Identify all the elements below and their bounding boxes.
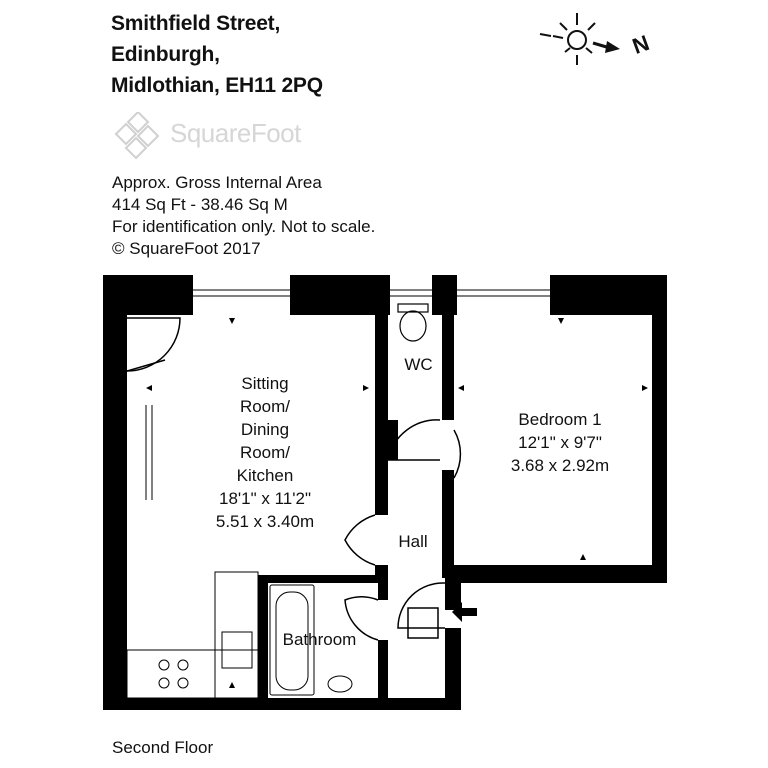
brand-name: SquareFoot [170,118,301,148]
kitchen-fittings [126,405,259,699]
copyright-text: © SquareFoot 2017 [112,239,261,258]
address-line-1: Smithfield Street, [111,12,281,35]
area-info: Approx. Gross Internal Area 414 Sq Ft - … [112,172,375,260]
sun-icon [539,13,620,65]
room-label-bathroom: Bathroom [282,630,357,649]
doors [126,317,462,641]
orientation-compass: N [535,8,665,68]
toilet-icon [397,303,429,342]
room-label-sitting: Sitting Room/ Dining Room/ Kitchen 18'1"… [215,374,315,531]
squarefoot-logo: SquareFoot [110,110,330,162]
room-label-hall: Hall [398,532,428,551]
walls [103,275,667,710]
address-line-3: Midlothian, EH11 2PQ [111,74,323,97]
bathroom-fittings [269,584,353,696]
area-info-line-2: 414 Sq Ft - 38.46 Sq M [112,195,288,214]
windows [193,289,550,297]
room-label-bedroom: Bedroom 1 12'1" x 9'7" 3.68 x 2.92m [510,410,610,475]
room-label-wc: WC [404,355,433,374]
measurement-markers [146,318,648,688]
area-info-line-3: For identification only. Not to scale. [112,217,376,236]
floor-label: Second Floor [112,738,214,757]
squarefoot-logo-icon [114,110,160,160]
address-block: Smithfield Street, Edinburgh, Midlothian… [111,8,323,101]
entrance-arrow-icon [452,602,477,622]
area-info-line-1: Approx. Gross Internal Area [112,173,322,192]
address-line-2: Edinburgh, [111,43,220,66]
